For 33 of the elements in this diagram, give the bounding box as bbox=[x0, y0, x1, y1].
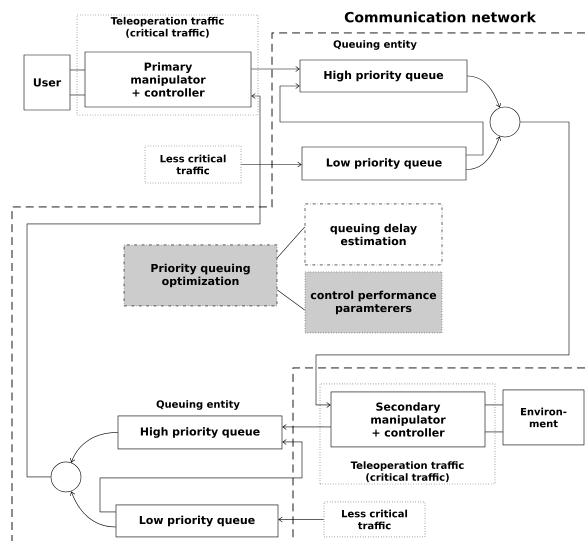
traffic-box: Less critical traffic bbox=[324, 502, 426, 538]
optimization-box: Priority queuing optimization bbox=[124, 244, 278, 306]
controller-box: Secondary manipulator + controller bbox=[330, 392, 486, 448]
connector-line bbox=[277, 290, 305, 310]
estimation-box: queuing delay estimation bbox=[304, 204, 442, 266]
connector-line bbox=[485, 404, 503, 406]
user-box: User bbox=[24, 54, 70, 110]
arrow bbox=[280, 83, 484, 156]
arrow bbox=[278, 516, 324, 522]
arrow bbox=[251, 66, 300, 72]
queue-box: Low priority queue bbox=[302, 146, 466, 180]
parameter-box: control performance paramterers bbox=[304, 272, 442, 334]
traffic-box: Less critical traffic bbox=[144, 146, 242, 184]
arrow bbox=[467, 76, 502, 108]
queue-box: High priority queue bbox=[118, 416, 282, 450]
section-heading: Queuing entity bbox=[334, 40, 417, 50]
arrow bbox=[70, 491, 116, 528]
arrow bbox=[466, 136, 502, 170]
connector-line bbox=[277, 226, 305, 258]
queue-box: Low priority queue bbox=[116, 504, 278, 538]
arrow bbox=[26, 93, 260, 478]
environment-box: Environ- ment bbox=[502, 390, 584, 446]
arrow bbox=[282, 424, 331, 430]
arrow bbox=[241, 162, 302, 168]
merge-circle bbox=[50, 462, 82, 492]
arrow bbox=[316, 122, 570, 408]
arrow bbox=[70, 432, 118, 463]
connector-line bbox=[70, 94, 85, 96]
title: Communication network bbox=[344, 12, 536, 22]
arrow bbox=[100, 439, 302, 512]
controller-box: Primary manipulator + controller bbox=[84, 52, 252, 108]
queue-box: High priority queue bbox=[300, 60, 468, 92]
merge-circle bbox=[490, 106, 520, 138]
